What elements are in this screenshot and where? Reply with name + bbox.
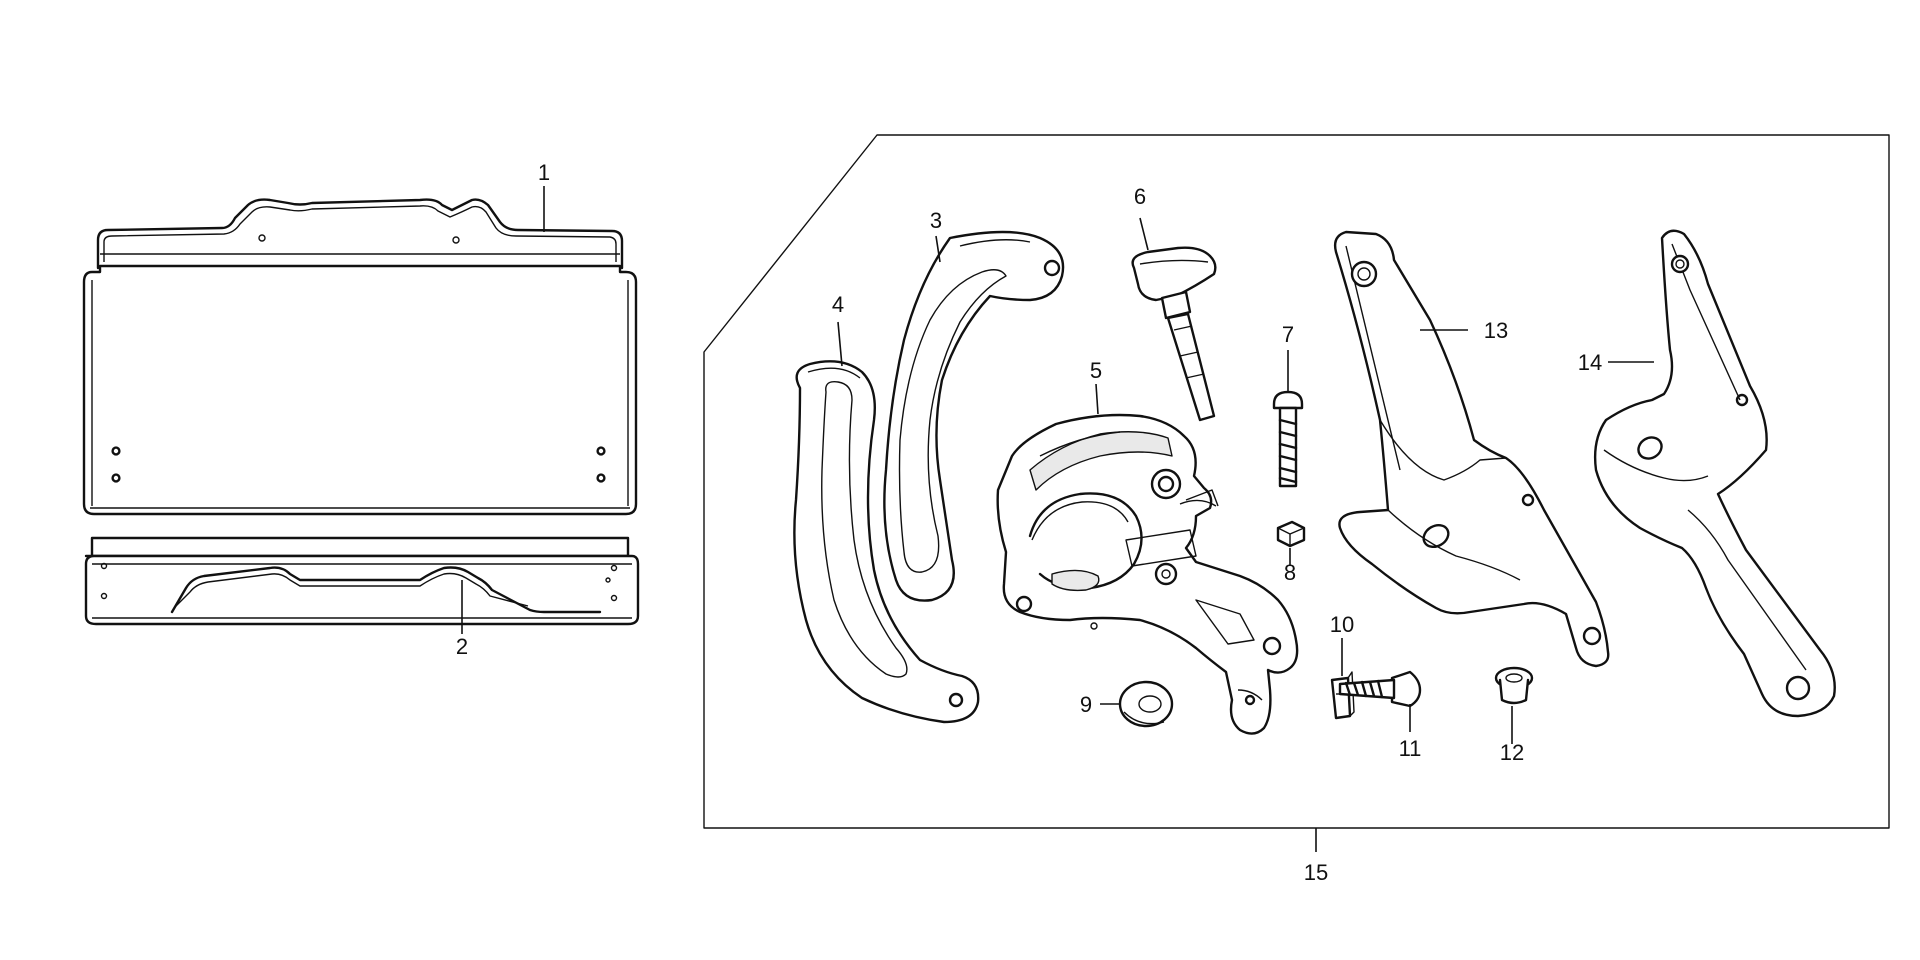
- part-3-curved-arm: [883, 230, 1065, 602]
- part-1-upper-panel: [82, 198, 638, 516]
- callout-10: 10: [1330, 612, 1354, 637]
- callout-15: 15: [1304, 860, 1328, 885]
- callout-5: 5: [1090, 358, 1102, 383]
- callout-9: 9: [1080, 692, 1092, 717]
- callout-7: 7: [1282, 322, 1294, 347]
- part-8-nut: [1276, 520, 1306, 548]
- part-13-bracket: [1333, 230, 1610, 668]
- part-7-screw: [1272, 390, 1304, 488]
- part-12-flange-nut: [1494, 666, 1534, 705]
- callout-2: 2: [456, 634, 468, 659]
- part-2-lower-panel: [84, 536, 640, 626]
- callout-6: 6: [1134, 184, 1146, 209]
- part-14-bracket: [1593, 229, 1836, 718]
- assembly-boundary: [703, 134, 1890, 829]
- callout-3: 3: [930, 208, 942, 233]
- callout-14: 14: [1578, 350, 1602, 375]
- leader-lines: [461, 186, 1654, 852]
- part-6-knob: [1131, 246, 1217, 422]
- callout-labels: 1 2 3 4 5 6 7 8 9 10 11 12 13 14 15: [456, 160, 1602, 885]
- callout-11: 11: [1399, 736, 1422, 761]
- callout-4: 4: [832, 292, 844, 317]
- part-11-bolt: [1338, 670, 1422, 708]
- part-5-clamp: [996, 413, 1299, 735]
- callout-8: 8: [1284, 560, 1296, 585]
- callout-12: 12: [1500, 740, 1524, 765]
- part-4-curved-arm: [793, 360, 980, 724]
- callout-13: 13: [1484, 318, 1508, 343]
- callout-1: 1: [538, 160, 550, 185]
- part-9-washer: [1118, 680, 1174, 728]
